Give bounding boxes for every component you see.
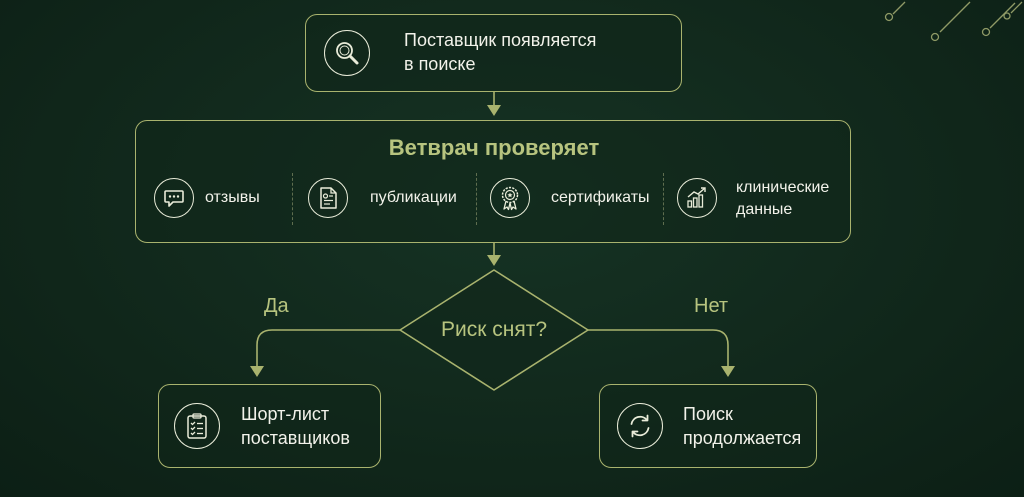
separator	[292, 173, 293, 225]
arrow-head	[721, 366, 735, 377]
arrow-head	[250, 366, 264, 377]
chat-bubble-icon	[154, 178, 194, 218]
outcome-supplier-shortlist: Шорт-лист поставщиков	[158, 384, 381, 468]
step-supplier-in-search: Поставщик появляется в поиске	[305, 14, 682, 92]
check-item-reviews: отзывы	[205, 189, 260, 206]
check-item-publications: публикации	[370, 189, 457, 206]
step-vet-checks: Ветврач проверяет отзывы публикации	[135, 120, 851, 243]
clipboard-checklist-icon	[174, 403, 220, 449]
step1-label: Поставщик появляется в поиске	[404, 30, 597, 74]
circuit-decoration	[884, 1, 1023, 42]
arrow-head	[487, 105, 501, 116]
magnifier-icon	[324, 30, 370, 76]
separator	[476, 173, 477, 225]
document-icon	[308, 178, 348, 218]
outcome-no-label: Поиск продолжается	[683, 404, 802, 448]
decision-label: Риск снят?	[440, 318, 548, 341]
step2-title: Ветврач проверяет	[388, 135, 600, 160]
branch-yes-label: Да	[264, 295, 289, 317]
check-item-certificates: сертификаты	[551, 189, 650, 206]
outcome-search-continues: Поиск продолжается	[599, 384, 817, 468]
decision-diamond	[399, 269, 589, 391]
check-item-clinical-data: клинические данные	[736, 179, 830, 218]
arrow-head	[487, 255, 501, 266]
branch-no-label: Нет	[694, 295, 729, 317]
growth-chart-icon	[677, 178, 717, 218]
refresh-cycle-icon	[617, 403, 663, 449]
certificate-badge-icon	[490, 178, 530, 218]
separator	[663, 173, 664, 225]
outcome-yes-label: Шорт-лист поставщиков	[241, 404, 350, 448]
